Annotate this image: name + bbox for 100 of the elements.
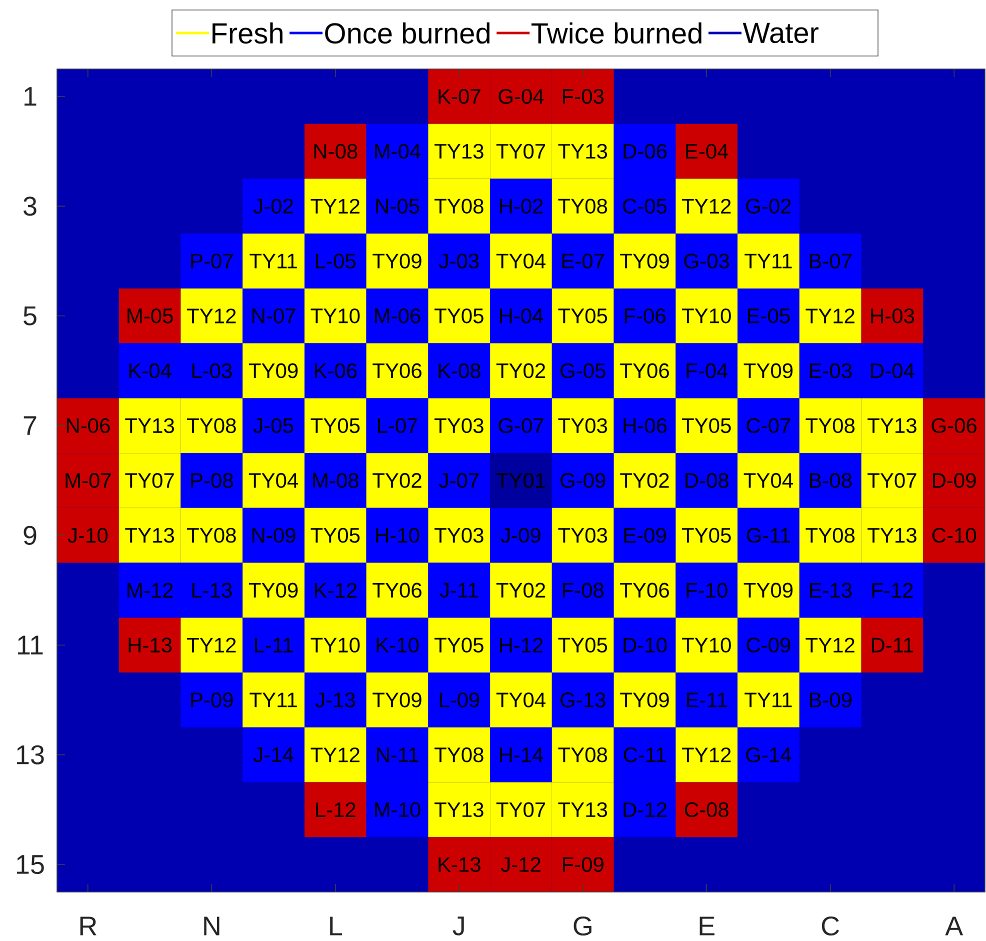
fuel-assembly-cell: TY09: [366, 672, 428, 728]
fuel-assembly-cell: E-04: [676, 124, 738, 179]
fuel-assembly-cell: TY12: [304, 727, 366, 782]
fuel-assembly-cell: TY09: [738, 562, 800, 618]
fuel-assembly-cell: TY04: [738, 453, 800, 508]
tick-label: J: [452, 916, 464, 936]
fuel-assembly-cell: TY03: [428, 508, 490, 563]
fuel-assembly-cell: L-12: [304, 782, 366, 838]
fuel-assembly-cell: N-09: [242, 508, 304, 563]
fuel-assembly-cell: H-02: [490, 178, 552, 234]
fuel-assembly-cell: K-04: [118, 343, 181, 398]
fuel-assembly-cell: F-08: [552, 562, 614, 618]
tick-label: L: [330, 916, 342, 936]
fuel-assembly-cell: D-10: [614, 618, 676, 672]
fuel-assembly-cell: F-09: [552, 837, 614, 892]
fuel-assembly-cell: J-12: [490, 837, 552, 892]
fuel-assembly-cell: TY13: [428, 124, 490, 179]
fuel-assembly-cell: C-10: [923, 508, 985, 563]
fuel-assembly-cell: J-09: [490, 508, 552, 563]
fuel-assembly-cell: G-02: [738, 178, 800, 234]
fuel-assembly-cell: F-06: [614, 288, 676, 344]
fuel-assembly-cell: TY11: [242, 672, 304, 728]
fuel-assembly-cell: G-11: [738, 508, 800, 563]
fuel-assembly-cell: TY10: [304, 618, 366, 672]
fuel-assembly-cell: N-05: [366, 178, 428, 234]
fuel-assembly-cell: TY07: [861, 453, 924, 508]
fuel-assembly-cell: D-06: [614, 124, 676, 179]
fuel-assembly-cell: E-05: [738, 288, 800, 344]
fuel-assembly-cell: J-03: [428, 234, 490, 288]
fuel-assembly-cell: TY05: [304, 508, 366, 563]
fuel-assembly-cell: J-14: [242, 727, 304, 782]
fuel-assembly-cell: TY05: [552, 288, 614, 344]
fuel-assembly-cell: J-11: [428, 562, 490, 618]
legend-label: Fresh: [212, 22, 282, 44]
fuel-assembly-cell: TY04: [490, 672, 552, 728]
fuel-assembly-cell: TY06: [366, 562, 428, 618]
fuel-assembly-cell: E-07: [552, 234, 614, 288]
fuel-assembly-cell: TY09: [614, 672, 676, 728]
fuel-assembly-cell: G-13: [552, 672, 614, 728]
fuel-assembly-cell: H-12: [490, 618, 552, 672]
fuel-assembly-cell: G-09: [552, 453, 614, 508]
fuel-assembly-cell: TY13: [861, 508, 924, 563]
fuel-assembly-cell: TY10: [676, 288, 738, 344]
fuel-assembly-cell: TY07: [118, 453, 181, 508]
fuel-assembly-cell: F-04: [676, 343, 738, 398]
fuel-assembly-cell: TY03: [552, 398, 614, 454]
fuel-assembly-cell: TY07: [490, 124, 552, 179]
tick-label: 3: [24, 196, 36, 216]
tick-label: 11: [18, 636, 43, 654]
fuel-assembly-cell: P-08: [180, 453, 243, 508]
legend-label: Water: [742, 22, 818, 44]
fuel-assembly-cell: TY06: [614, 562, 676, 618]
fuel-assembly-cell: C-11: [614, 727, 676, 782]
tick-label: C: [822, 916, 840, 936]
fuel-assembly-cell: E-03: [799, 343, 862, 398]
fuel-assembly-cell: H-04: [490, 288, 552, 344]
fuel-assembly-cell: H-10: [366, 508, 428, 563]
fuel-assembly-cell: TY08: [552, 178, 614, 234]
fuel-assembly-cell: P-09: [180, 672, 243, 728]
tick-label: 1: [24, 87, 36, 106]
fuel-assembly-cell: J-13: [304, 672, 366, 728]
fuel-assembly-cell: M-12: [118, 562, 181, 618]
fuel-assembly-cell: J-07: [428, 453, 490, 508]
fuel-assembly-cell: C-05: [614, 178, 676, 234]
fuel-assembly-cell: H-13: [118, 618, 181, 672]
fuel-assembly-cell: C-09: [738, 618, 800, 672]
fuel-assembly-cell: TY08: [552, 727, 614, 782]
fuel-assembly-cell: B-09: [799, 672, 862, 728]
fuel-assembly-cell: D-12: [614, 782, 676, 838]
fuel-assembly-cell: TY09: [738, 343, 800, 398]
fuel-assembly-cell: TY03: [552, 508, 614, 563]
fuel-assembly-cell: E-11: [676, 672, 738, 728]
fuel-assembly-cell: TY05: [428, 288, 490, 344]
fuel-assembly-cell: TY09: [366, 234, 428, 288]
tick-label: 7: [24, 416, 36, 435]
fuel-assembly-cell: L-13: [180, 562, 243, 618]
tick-label: 9: [24, 526, 36, 545]
fuel-assembly-cell: TY13: [118, 398, 181, 454]
fuel-assembly-cell: K-10: [366, 618, 428, 672]
fuel-assembly-cell: E-09: [614, 508, 676, 563]
fuel-assembly-cell: K-13: [428, 837, 490, 892]
fuel-assembly-cell: G-03: [676, 234, 738, 288]
fuel-assembly-cell: G-04: [490, 69, 552, 124]
fuel-assembly-cell: TY05: [304, 398, 366, 454]
fuel-assembly-cell: TY13: [552, 124, 614, 179]
fuel-assembly-cell: TY08: [428, 727, 490, 782]
fuel-assembly-cell: C-08: [676, 782, 738, 838]
tick-label: N: [204, 916, 220, 936]
fuel-assembly-cell: J-05: [242, 398, 304, 454]
fuel-assembly-cell: L-07: [366, 398, 428, 454]
fuel-assembly-cell: TY07: [490, 782, 552, 838]
tick-label: E: [700, 916, 714, 936]
fuel-assembly-cell: N-11: [366, 727, 428, 782]
fuel-assembly-cell: K-07: [428, 69, 490, 124]
fuel-assembly-cell: TY08: [180, 508, 243, 563]
fuel-assembly-cell: L-11: [242, 618, 304, 672]
fuel-assembly-cell: TY02: [490, 343, 552, 398]
legend-label: Once burned: [325, 22, 490, 44]
fuel-assembly-cell: TY05: [676, 398, 738, 454]
fuel-assembly-cell: TY09: [242, 562, 304, 618]
